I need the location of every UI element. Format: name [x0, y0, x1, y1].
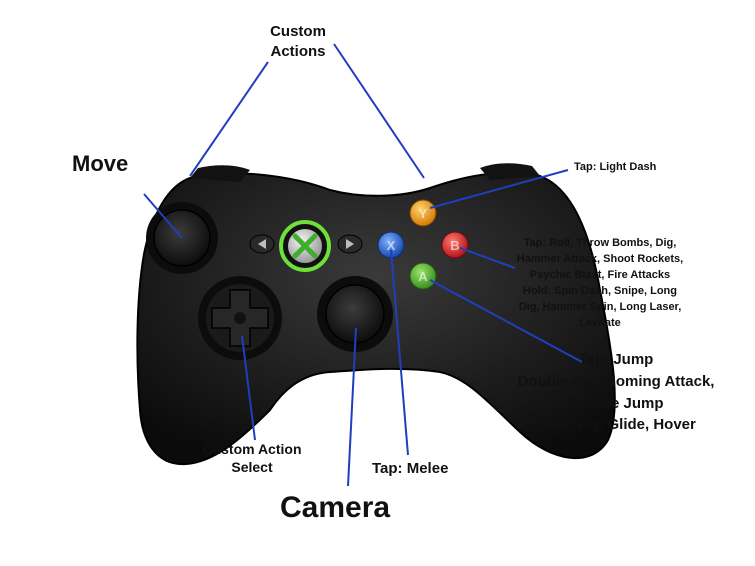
label-camera: Camera	[280, 491, 391, 524]
label-b-line-5: Dig, Hammer Spin, Long Laser,	[518, 300, 682, 313]
y-button	[409, 199, 437, 227]
label-a-line-2: Double-tap: Homing Attack,	[517, 372, 715, 390]
leader-custom-left	[189, 61, 269, 177]
left-bumper	[190, 165, 250, 182]
label-b-line-1: Tap: Roll, Throw Bombs, Dig,	[523, 237, 677, 249]
y-button-letter: Y	[419, 206, 428, 221]
right-bumper	[480, 163, 540, 180]
label-b-line-6: Levitate	[579, 316, 621, 329]
a-button	[409, 262, 437, 290]
b-button-letter: B	[450, 238, 459, 253]
back-button	[249, 234, 275, 254]
label-b-line-4: Hold: Spin Dash, Snipe, Long	[523, 284, 677, 297]
leader-custom-right	[333, 43, 425, 179]
b-button	[441, 231, 469, 259]
x-button-letter: X	[387, 238, 396, 253]
right-stick	[317, 276, 393, 352]
guide-button	[279, 220, 331, 272]
label-b-line-3: Psychic Blast, Fire Attacks	[529, 268, 671, 281]
label-custom-action-select: Custom Action Select	[196, 440, 308, 476]
leader-move	[143, 193, 183, 239]
start-button	[337, 234, 363, 254]
label-move: Move	[72, 151, 129, 176]
label-light-dash: Tap: Light Dash	[574, 161, 657, 173]
label-a-line-4: Hold: Fly, Glide, Hover	[536, 416, 696, 434]
label-custom-actions: Custom Actions	[250, 22, 346, 61]
label-a-button: Tap: Jump Double-tap: Homing Attack, Dou…	[510, 349, 722, 436]
label-b-button: Tap: Roll, Throw Bombs, Dig, Hammer Atta…	[500, 236, 700, 332]
leader-a	[429, 279, 583, 363]
leader-camera	[347, 327, 357, 487]
a-button-letter: A	[418, 269, 428, 284]
label-b-line-2: Hammer Attack, Shoot Rockets,	[516, 252, 684, 265]
label-a-line-3: Double Jump	[568, 394, 664, 412]
leader-light-dash	[429, 169, 569, 209]
label-a-line-1: Tap: Jump	[578, 351, 654, 368]
label-custom-actions-line-1: Custom	[270, 23, 326, 40]
leader-lines	[143, 43, 583, 487]
leader-b	[459, 247, 516, 269]
label-select-line-2: Select	[231, 459, 273, 476]
leader-melee	[390, 249, 409, 456]
label-select-line-1: Custom Action	[202, 441, 302, 457]
leader-select	[241, 335, 256, 441]
dpad	[198, 276, 282, 360]
label-custom-actions-line-2: Actions	[270, 42, 326, 60]
label-melee: Tap: Melee	[372, 460, 449, 477]
